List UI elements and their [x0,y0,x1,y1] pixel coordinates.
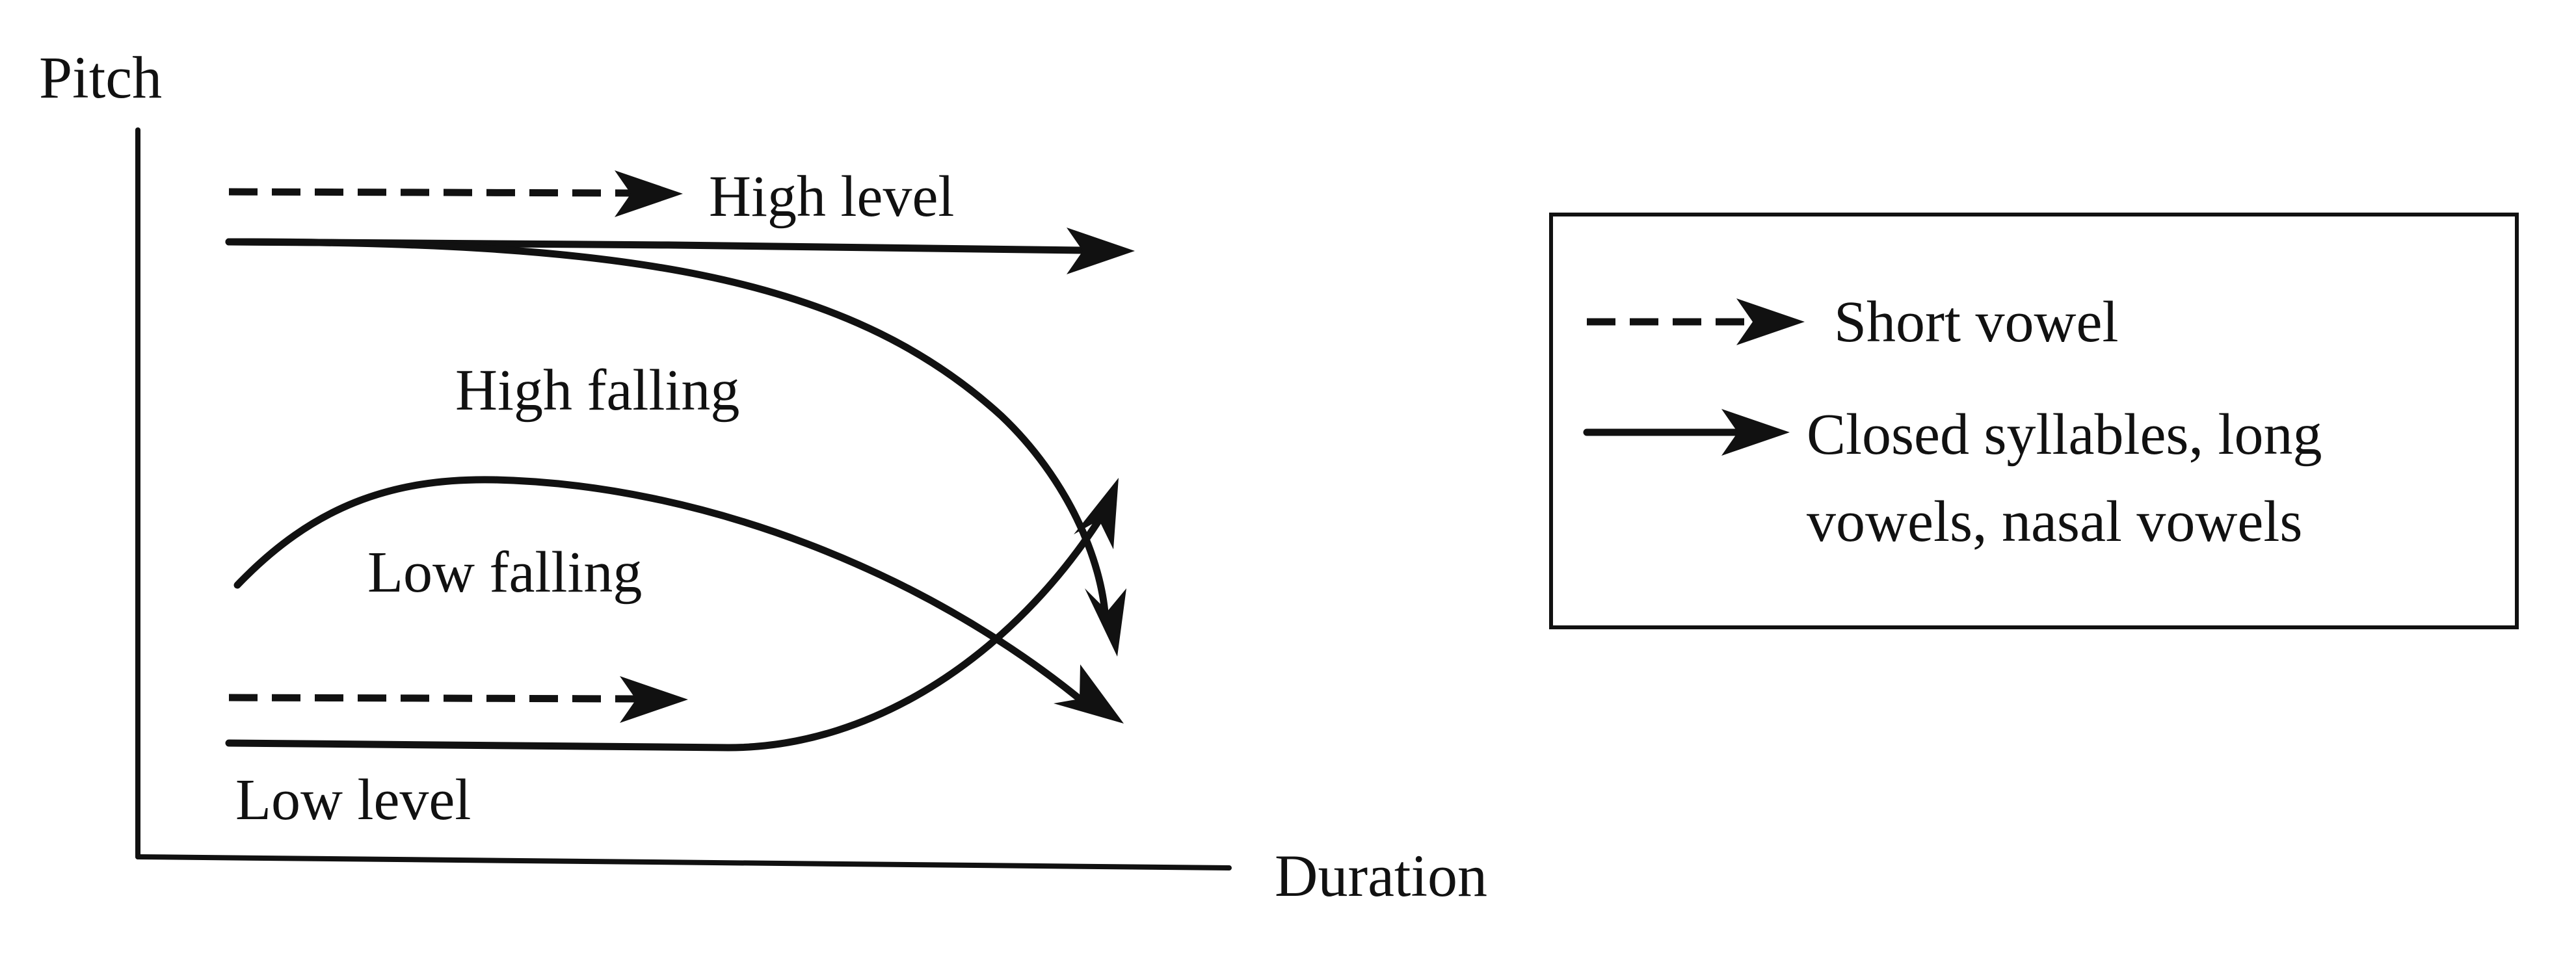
tone-label-low-falling: Low falling [367,540,642,605]
low-level-long-arrowhead [1074,478,1119,549]
low-level-long-line [225,516,1103,752]
low-falling-line [233,476,1083,703]
low-level-short-arrowhead [620,676,688,723]
x-axis-label: Duration [1275,843,1487,909]
legend-box [1549,213,2519,629]
x-axis [135,854,1232,870]
low-falling-arrowhead [1054,664,1124,724]
legend-short-arrowhead [1736,298,1805,345]
tone-label-high-level: High level [709,164,954,229]
low-level-short-line [228,694,638,703]
legend-long-arrowhead [1721,409,1790,456]
tone-label-high-falling: High falling [455,358,739,423]
high-level-short-line [228,188,635,197]
legend-short-label: Short vowel [1834,290,2118,354]
high-level-short-arrowhead [615,170,683,217]
tone-label-low-level: Low level [235,768,471,832]
legend-long-label-line2: vowels, nasal vowels [1807,490,2302,554]
high-falling-line [225,238,1109,625]
high-falling-arrowhead [1085,588,1126,657]
high-level-long-arrowhead [1067,228,1135,274]
y-axis-label: Pitch [39,44,162,111]
legend-long-label-line1: Closed syllables, long [1807,402,2322,467]
